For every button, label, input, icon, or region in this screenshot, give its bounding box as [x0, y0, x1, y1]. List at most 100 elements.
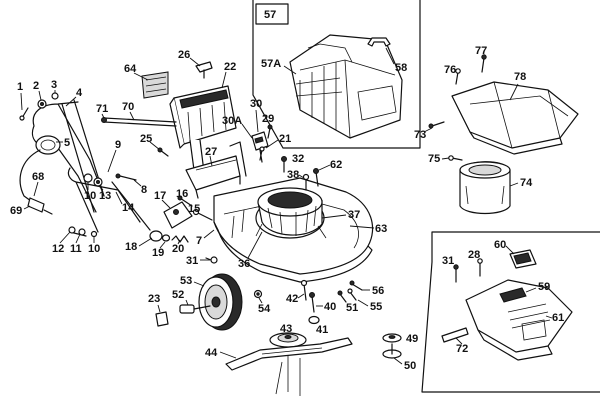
callout-box-57 [255, 3, 289, 25]
callout-19: 19 [152, 247, 164, 259]
callout-73: 73 [414, 129, 426, 141]
callout-69: 69 [10, 205, 22, 217]
screw-21-part [259, 146, 265, 161]
callout-9: 9 [115, 139, 121, 151]
callout-51: 51 [346, 302, 358, 314]
callout-52: 52 [172, 289, 184, 301]
screw-25-part [157, 147, 169, 157]
callout-18: 18 [125, 241, 137, 253]
callout-30A: 30A [222, 115, 242, 127]
screw-56-part [349, 280, 363, 291]
shroud-74-part [459, 161, 511, 215]
callout-50: 50 [404, 360, 416, 372]
washer-19-part [161, 234, 171, 242]
callout-10-lower: 10 [88, 243, 100, 255]
callout-72: 72 [456, 343, 468, 355]
callout-57A: 57A [261, 58, 281, 70]
callout-2: 2 [33, 80, 39, 92]
nut-41-part [308, 315, 320, 325]
callout-31-inset: 31 [442, 255, 454, 267]
callout-64: 64 [124, 63, 137, 75]
callout-1: 1 [17, 81, 23, 93]
screw-42-part [300, 279, 308, 301]
grass-box-inset-frame [252, 0, 421, 149]
handle-assembly [19, 92, 151, 238]
spring-20-part [171, 235, 189, 243]
washer-50-part [382, 343, 402, 359]
callout-44: 44 [205, 347, 218, 359]
screw-28-part [477, 258, 483, 277]
screw-1-part [19, 107, 29, 121]
screw-77-part [481, 54, 487, 73]
callout-53: 53 [180, 275, 192, 287]
callout-38: 38 [287, 169, 299, 181]
housing-59-part [465, 279, 573, 361]
screw-55-part [347, 288, 357, 301]
cap-23-part [155, 311, 169, 327]
screw-31b-part [453, 264, 459, 283]
cover-78-part [451, 81, 579, 155]
callout-7: 7 [196, 235, 202, 247]
callout-23: 23 [148, 293, 160, 305]
callout-5: 5 [64, 137, 70, 149]
blade-guide-line [275, 358, 301, 396]
callout-15: 15 [188, 203, 200, 215]
bolt-15-part [192, 208, 213, 221]
knob-18-part [149, 230, 163, 242]
callout-32: 32 [292, 153, 304, 165]
callout-59: 59 [538, 281, 550, 293]
callout-29: 29 [262, 113, 274, 125]
switch-box-part [169, 85, 237, 173]
callout-30: 30 [250, 98, 262, 110]
switch-30-part [251, 131, 269, 163]
clip-26-part [195, 61, 213, 79]
screw-73-part [428, 121, 445, 129]
hub-52-part [179, 304, 211, 314]
lower-handle-part [67, 167, 141, 233]
motor-part [255, 187, 327, 239]
clip-72-part [441, 327, 469, 343]
callout-14: 14 [122, 202, 135, 214]
callout-40: 40 [324, 301, 336, 313]
callout-4: 4 [76, 87, 83, 99]
callout-78: 78 [514, 71, 526, 83]
callout-43: 43 [280, 323, 292, 335]
screw-29-part [267, 124, 273, 139]
callout-37: 37 [348, 209, 360, 221]
callout-25: 25 [140, 133, 152, 145]
callout-71: 71 [96, 103, 108, 115]
washer-49-part [382, 333, 402, 343]
callout-76: 76 [444, 64, 456, 76]
screw-62-part [313, 168, 319, 187]
callout-27: 27 [205, 146, 217, 158]
bolt-40-part [309, 292, 315, 313]
callout-77: 77 [475, 45, 487, 57]
callout-42: 42 [286, 293, 298, 305]
callout-62: 62 [330, 159, 342, 171]
callout-26: 26 [178, 49, 190, 61]
screw-75-part [448, 155, 463, 161]
callout-10-upper: 10 [84, 190, 96, 202]
blade-44-part [225, 337, 353, 371]
callout-28: 28 [468, 249, 480, 261]
callout-12: 12 [52, 243, 64, 255]
callout-8: 8 [141, 184, 147, 196]
blade-adapter-43-part [269, 332, 307, 348]
callout-36: 36 [238, 258, 250, 270]
rod-70-part [101, 117, 177, 127]
callout-55: 55 [370, 301, 382, 313]
height-adjuster-17-part [163, 201, 193, 229]
callout-11: 11 [70, 243, 82, 255]
callout-31-deck: 31 [186, 255, 198, 267]
callout-54: 54 [258, 303, 271, 315]
callout-60: 60 [494, 239, 506, 251]
callout-61: 61 [552, 312, 564, 324]
callout-58: 58 [395, 62, 407, 74]
callout-74: 74 [520, 177, 533, 189]
screw-32-part [281, 156, 287, 173]
callout-49: 49 [406, 333, 418, 345]
nut-2-part [37, 99, 47, 109]
bracket-27-part [185, 141, 247, 199]
washer-54-part [253, 289, 263, 299]
